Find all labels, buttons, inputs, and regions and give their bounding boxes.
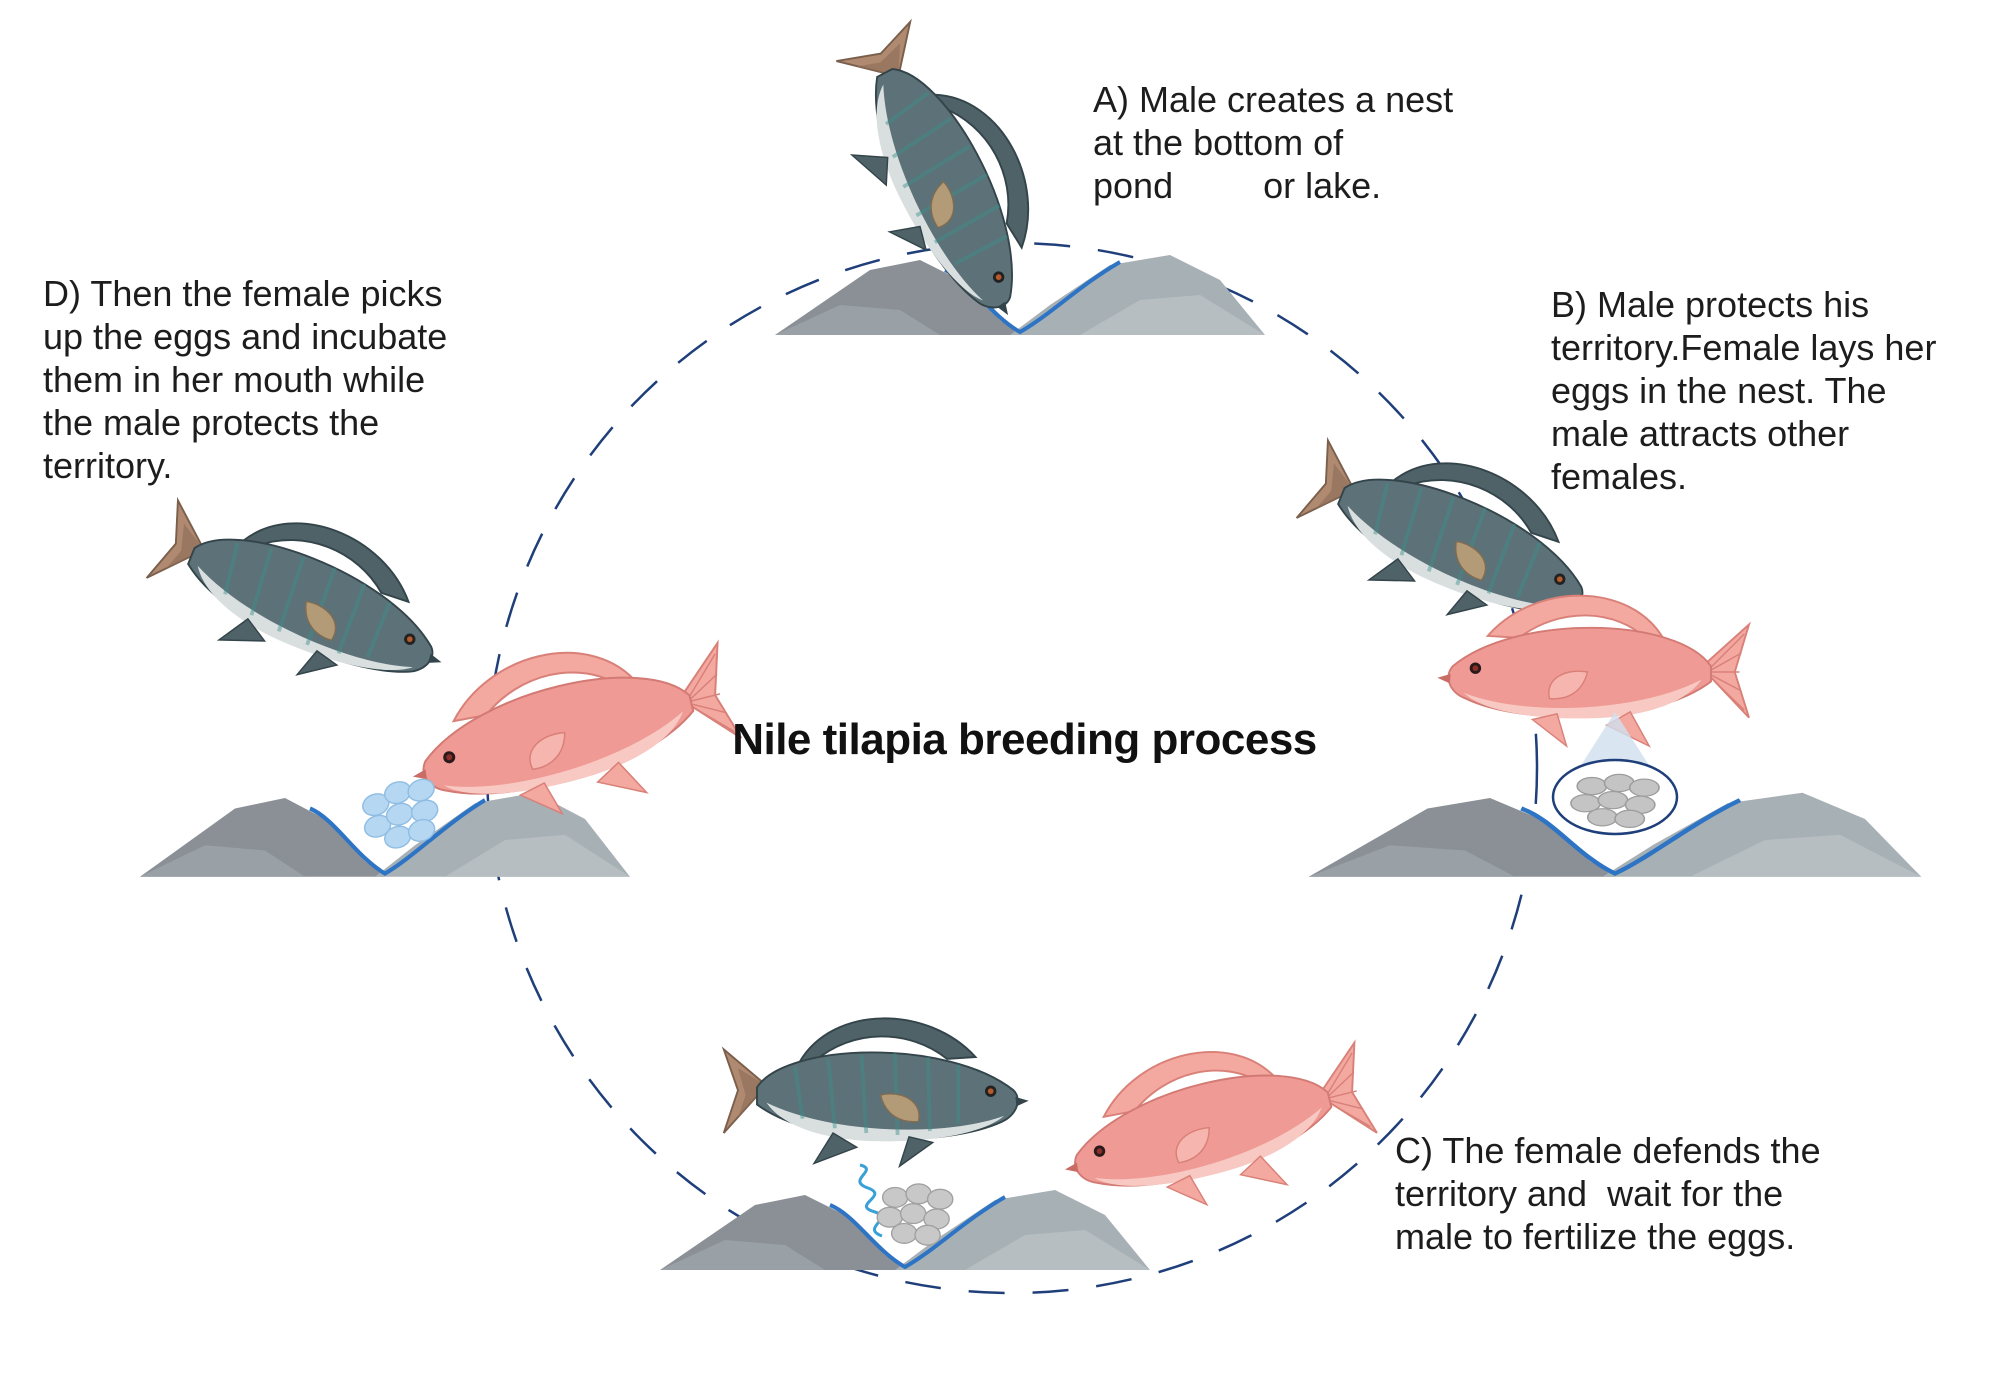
step-c-line: C) The female defends the <box>1395 1130 1821 1171</box>
step-a-line: A) Male creates a nest <box>1093 79 1454 120</box>
step-a-line: pond or lake. <box>1093 165 1382 206</box>
step-d-line: the male protects the <box>43 402 380 443</box>
stage-a-nest-rocks <box>773 253 1267 337</box>
step-d-line: D) Then the female picks <box>43 273 443 314</box>
step-b-text: B) Male protects his territory.Female la… <box>1551 283 1936 498</box>
step-b-line: male attracts other <box>1551 413 1850 454</box>
stage-c-sperm <box>858 1163 883 1238</box>
stage-c-male-fish <box>721 1016 1031 1169</box>
stage-c-female-fish <box>1044 1013 1385 1237</box>
step-d-line: up the eggs and incubate <box>43 316 448 357</box>
stage-d-male-fish <box>132 469 475 725</box>
step-c-line: territory and wait for the <box>1395 1173 1784 1214</box>
stage-b-zoom-beam <box>1578 712 1652 770</box>
step-a-line: at the bottom of <box>1093 122 1344 163</box>
step-d-text: D) Then the female picks up the eggs and… <box>43 272 447 487</box>
step-b-line: B) Male protects his <box>1551 284 1870 325</box>
cycle-path <box>485 241 1539 1295</box>
diagram-title: Nile tilapia breeding process <box>732 715 1317 764</box>
step-b-line: eggs in the nest. The <box>1551 370 1887 411</box>
step-c-line: male to fertilize the eggs. <box>1395 1216 1796 1257</box>
step-d-line: them in her mouth while <box>43 359 426 400</box>
step-c-text: C) The female defends the territory and … <box>1395 1129 1821 1258</box>
stage-b-egg-zoom <box>1551 758 1679 836</box>
step-b-line: territory.Female lays her <box>1551 327 1937 368</box>
step-a-text: A) Male creates a nest at the bottom of … <box>1093 78 1453 207</box>
step-b-line: females. <box>1551 456 1688 497</box>
step-d-line: territory. <box>43 445 173 486</box>
